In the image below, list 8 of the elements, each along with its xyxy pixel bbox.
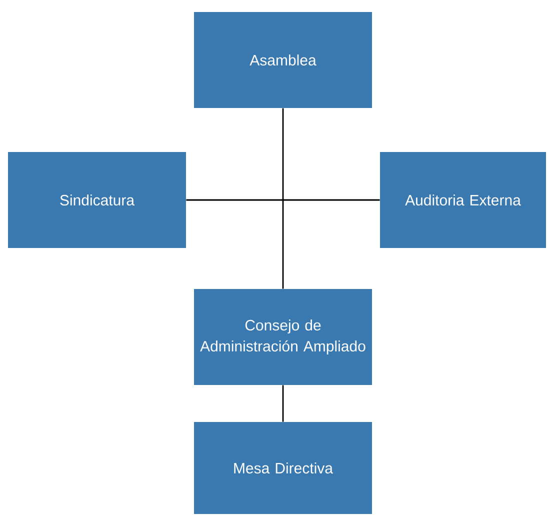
connector-line: [282, 385, 284, 422]
process-box: Auditoria Externa: [380, 152, 546, 248]
process-box: Asamblea: [194, 12, 372, 108]
connector-line: [186, 199, 380, 201]
process-box: Consejo de Administración Ampliado: [194, 289, 372, 385]
process-box: Mesa Directiva: [194, 422, 372, 514]
process-box: Sindicatura: [8, 152, 186, 248]
connector-line: [282, 108, 284, 289]
